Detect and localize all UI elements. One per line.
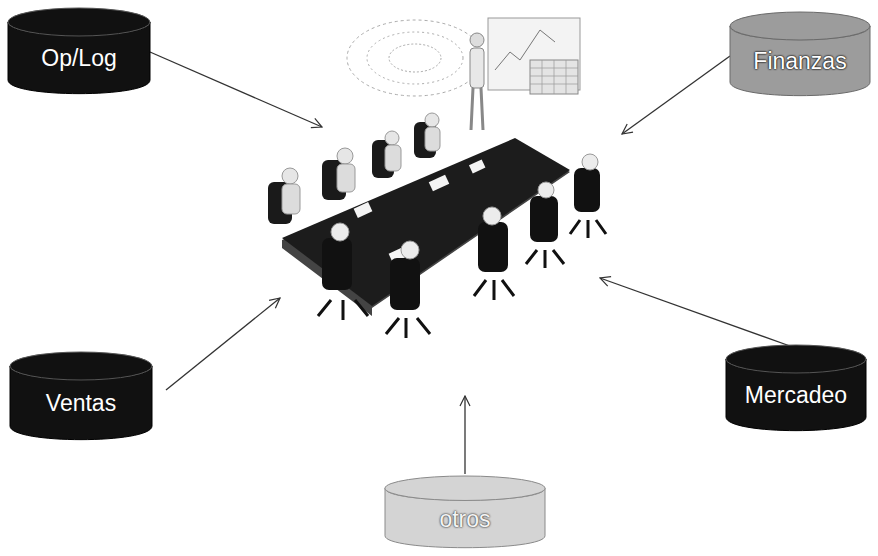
board-grid-lines (530, 60, 578, 94)
person-head (331, 223, 349, 241)
presenter-figure (470, 33, 484, 130)
chair-legs (386, 318, 430, 338)
chair (574, 168, 600, 212)
chair-legs (570, 220, 606, 238)
chair (478, 222, 508, 272)
pointer-arrows (150, 52, 790, 474)
chair (322, 238, 352, 290)
pointer-arrow (166, 298, 280, 390)
database-cylinder: Finanzas (730, 12, 870, 96)
chair (390, 258, 420, 310)
table-paper (469, 159, 485, 173)
cylinder-top (385, 476, 545, 500)
person-body (337, 164, 355, 192)
person-head (401, 241, 419, 259)
pointer-arrow (622, 56, 730, 134)
table-paper (429, 175, 450, 192)
database-cylinder: Ventas (10, 352, 152, 440)
person-head (582, 154, 598, 170)
board-chart-line (495, 30, 555, 70)
database-cylinder: otros (385, 476, 545, 548)
person-body (282, 184, 300, 214)
database-cylinder: Op/Log (8, 8, 150, 94)
board-grid (530, 60, 578, 94)
cycle-graphic (347, 20, 483, 96)
cycle-ring (389, 44, 441, 72)
person-head (425, 113, 439, 127)
person-body (385, 145, 401, 171)
chair-legs (526, 250, 564, 268)
cycle-ring (367, 32, 463, 84)
pointer-arrow (464, 396, 465, 474)
node-label: otros (439, 506, 490, 533)
meeting-table (282, 138, 570, 316)
node-label: Finanzas (753, 48, 846, 75)
chair-legs (318, 300, 368, 320)
person-head (483, 207, 501, 225)
pointer-arrow (150, 52, 322, 127)
cylinder-top (8, 8, 150, 36)
database-cylinder: Mercadeo (726, 345, 866, 431)
cylinder-top (730, 12, 870, 40)
node-label: Ventas (46, 390, 116, 417)
node-label: Op/Log (41, 45, 116, 72)
person-head (282, 168, 298, 184)
presentation-board (488, 18, 580, 94)
person-body (470, 48, 484, 88)
cycle-ring (347, 20, 483, 96)
table-top (282, 138, 570, 306)
person-body (425, 127, 440, 151)
pointer-arrow (600, 278, 790, 346)
node-label: Mercadeo (745, 382, 847, 409)
cylinder-top (726, 345, 866, 373)
front-row (318, 154, 606, 338)
person-head (470, 33, 484, 47)
chair-legs (474, 280, 514, 300)
chair (530, 196, 558, 242)
person-legs (471, 88, 483, 130)
person-head (337, 148, 353, 164)
cylinder-top (10, 352, 152, 380)
person-head (538, 182, 554, 198)
table-paper (354, 202, 373, 218)
person-head (385, 131, 399, 145)
